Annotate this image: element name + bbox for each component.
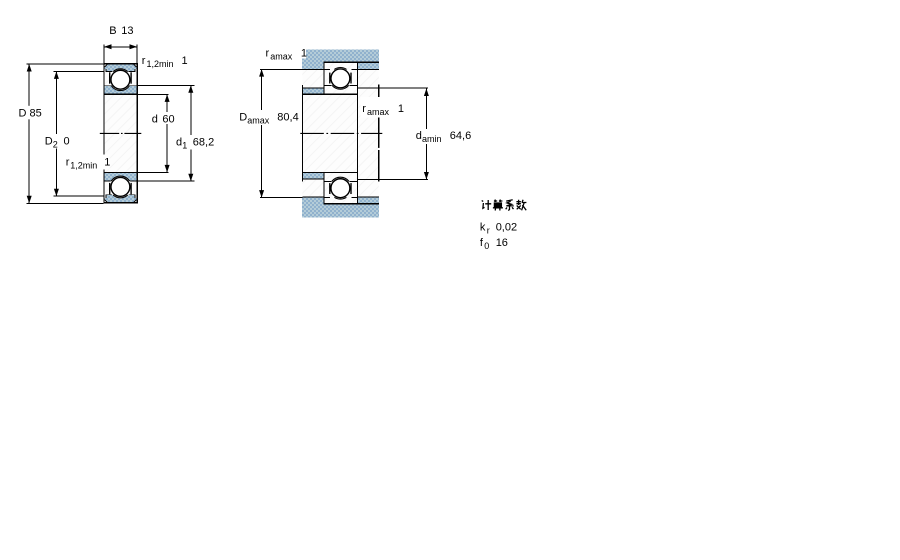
svg-text:1: 1 bbox=[182, 140, 187, 150]
svg-text:80,4: 80,4 bbox=[277, 111, 298, 123]
svg-text:1: 1 bbox=[104, 156, 110, 168]
svg-text:f: f bbox=[480, 237, 484, 249]
svg-text:1: 1 bbox=[182, 55, 188, 67]
svg-text:d: d bbox=[416, 130, 422, 142]
svg-text:13: 13 bbox=[121, 25, 133, 37]
svg-text:D: D bbox=[45, 135, 53, 147]
svg-text:r: r bbox=[362, 103, 366, 115]
svg-text:0: 0 bbox=[64, 135, 70, 147]
svg-text:D 85: D 85 bbox=[19, 108, 42, 120]
svg-text:2: 2 bbox=[53, 139, 58, 149]
svg-text:60: 60 bbox=[162, 113, 174, 125]
svg-text:B: B bbox=[109, 25, 116, 37]
svg-text:amax: amax bbox=[247, 115, 270, 125]
svg-text:amax: amax bbox=[270, 52, 293, 62]
svg-text:r: r bbox=[66, 156, 70, 168]
svg-text:16: 16 bbox=[496, 237, 508, 249]
svg-text:d: d bbox=[176, 136, 182, 148]
svg-text:D: D bbox=[239, 111, 247, 123]
svg-text:0,02: 0,02 bbox=[496, 221, 517, 233]
svg-text:0: 0 bbox=[484, 241, 489, 251]
svg-text:r: r bbox=[266, 48, 270, 60]
svg-text:r: r bbox=[487, 225, 490, 235]
svg-text:1,2min: 1,2min bbox=[147, 59, 174, 69]
svg-text:amax: amax bbox=[367, 107, 390, 117]
svg-text:1: 1 bbox=[301, 48, 307, 60]
svg-text:1,2min: 1,2min bbox=[70, 160, 97, 170]
svg-text:amin: amin bbox=[422, 134, 442, 144]
svg-text:d: d bbox=[152, 113, 158, 125]
svg-text:r: r bbox=[142, 55, 146, 67]
svg-text:64,6: 64,6 bbox=[450, 130, 471, 142]
svg-text:68,2: 68,2 bbox=[193, 136, 214, 148]
svg-text:1: 1 bbox=[398, 103, 404, 115]
svg-text:k: k bbox=[480, 221, 486, 233]
